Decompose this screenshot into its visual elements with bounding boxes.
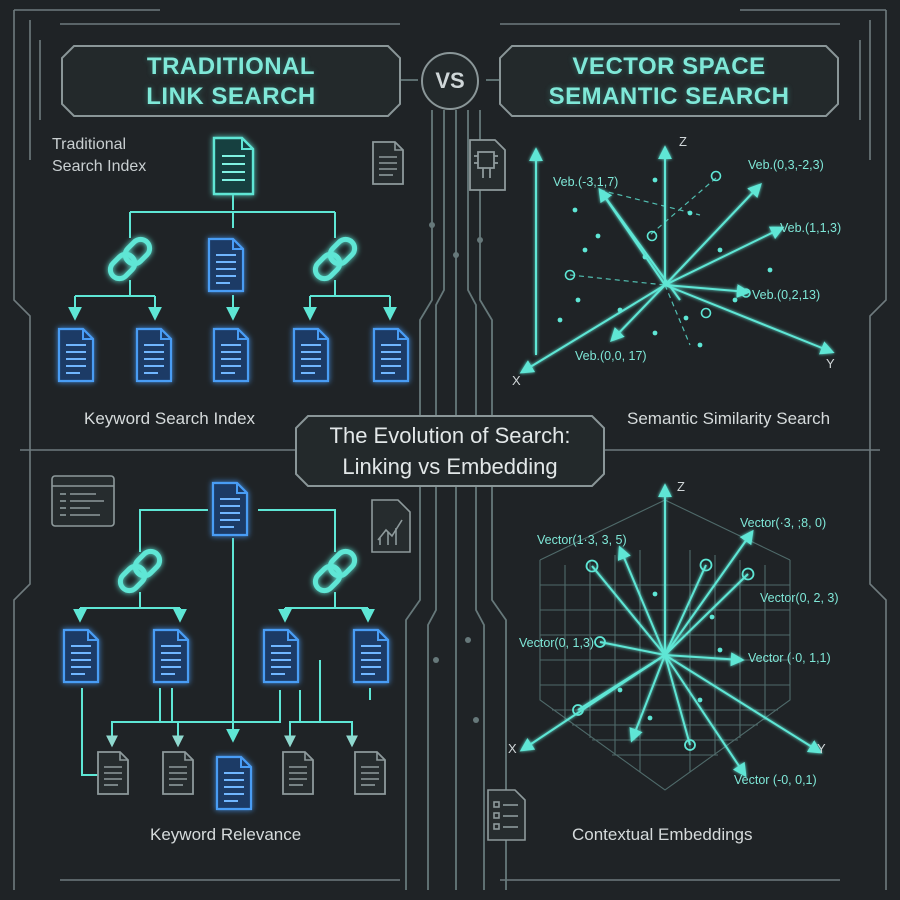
document-icon bbox=[162, 751, 194, 795]
bottom-right-caption: Contextual Embeddings bbox=[572, 825, 753, 844]
checklist-document-icon bbox=[487, 789, 526, 841]
document-icon bbox=[372, 141, 404, 185]
right-header-title: VECTOR SPACE SEMANTIC SEARCH bbox=[500, 52, 838, 112]
document-icon bbox=[352, 628, 390, 684]
document-icon bbox=[212, 136, 255, 196]
center-title-line1: The Evolution of Search: bbox=[329, 423, 571, 448]
document-icon bbox=[215, 755, 253, 811]
link-icon bbox=[312, 236, 359, 283]
corner-label-line2: Search Index bbox=[52, 158, 147, 175]
top-y-axis-label: Y bbox=[826, 356, 835, 371]
left-header-panel bbox=[61, 45, 401, 117]
document-icon bbox=[211, 481, 249, 537]
document-icon bbox=[135, 327, 173, 383]
top-vector-label: Veb.(0,3,-2,3) bbox=[748, 158, 824, 172]
top-vector-label: Veb.(1,1,3) bbox=[780, 221, 842, 235]
link-icon bbox=[312, 548, 359, 595]
traditional-search-index-label: Traditional Search Index bbox=[52, 134, 146, 178]
chip-document-icon bbox=[469, 139, 506, 191]
vs-badge bbox=[421, 52, 479, 110]
top-right-caption: Semantic Similarity Search bbox=[627, 409, 831, 428]
frame-lines bbox=[13, 9, 887, 890]
document-icon bbox=[212, 327, 250, 383]
document-icon bbox=[97, 751, 129, 795]
bottom-vector-label: Vector(·3, ;8, 0) bbox=[740, 516, 827, 530]
left-header-title: TRADITIONAL LINK SEARCH bbox=[62, 52, 400, 112]
right-title-line1: VECTOR SPACE bbox=[572, 53, 766, 80]
left-title-line2: LINK SEARCH bbox=[146, 83, 316, 110]
center-title: The Evolution of Search: Linking vs Embe… bbox=[296, 420, 604, 482]
vs-label: VS bbox=[435, 68, 465, 93]
bottom-vector-label: Vector(1·3, 3, 5) bbox=[537, 533, 627, 547]
document-icon bbox=[152, 628, 190, 684]
top-x-axis-label: X bbox=[512, 373, 521, 388]
central-circuit bbox=[400, 79, 507, 890]
document-icon bbox=[62, 628, 100, 684]
document-icon bbox=[282, 751, 314, 795]
document-icon bbox=[57, 327, 95, 383]
top-vector-label: Veb.(0,0, 17) bbox=[575, 349, 647, 363]
top-vector-label: Veb.(-3,1,7) bbox=[553, 175, 619, 189]
left-title-line1: TRADITIONAL bbox=[146, 53, 316, 80]
top-left-tree bbox=[57, 136, 410, 383]
document-icon bbox=[292, 327, 330, 383]
code-window-icon bbox=[51, 475, 115, 527]
bottom-z-axis-label: Z bbox=[677, 479, 685, 494]
bottom-y-axis-label: Y bbox=[817, 741, 826, 756]
center-title-panel bbox=[295, 415, 605, 487]
document-icon bbox=[207, 237, 245, 293]
link-icon bbox=[107, 236, 154, 283]
top-right-vector-space bbox=[469, 139, 835, 374]
top-left-caption: Keyword Search Index bbox=[84, 409, 256, 428]
document-icon bbox=[354, 751, 386, 795]
link-icon bbox=[117, 548, 164, 595]
top-z-axis-label: Z bbox=[679, 134, 687, 149]
bottom-vector-label: Vector(0, 1,3) bbox=[519, 636, 595, 650]
bottom-left-tree bbox=[51, 475, 411, 811]
bottom-x-axis-label: X bbox=[508, 741, 517, 756]
bottom-vector-label: Vector(0, 2, 3) bbox=[760, 591, 839, 605]
document-icon bbox=[372, 327, 410, 383]
bottom-vector-label: Vector (-0, 0,1) bbox=[734, 773, 817, 787]
top-vector-label: Veb.(0,2,13) bbox=[752, 288, 821, 302]
center-title-line2: Linking vs Embedding bbox=[342, 454, 558, 479]
bottom-right-embedding-space bbox=[487, 483, 823, 841]
corner-label-line1: Traditional bbox=[52, 136, 127, 153]
bottom-vector-label: Vector (·0, 1,1) bbox=[748, 651, 831, 665]
right-title-line2: SEMANTIC SEARCH bbox=[548, 83, 790, 110]
document-icon bbox=[262, 628, 300, 684]
chart-document-icon bbox=[371, 499, 411, 553]
bottom-left-caption: Keyword Relevance bbox=[150, 825, 302, 844]
right-header-panel bbox=[499, 45, 839, 117]
